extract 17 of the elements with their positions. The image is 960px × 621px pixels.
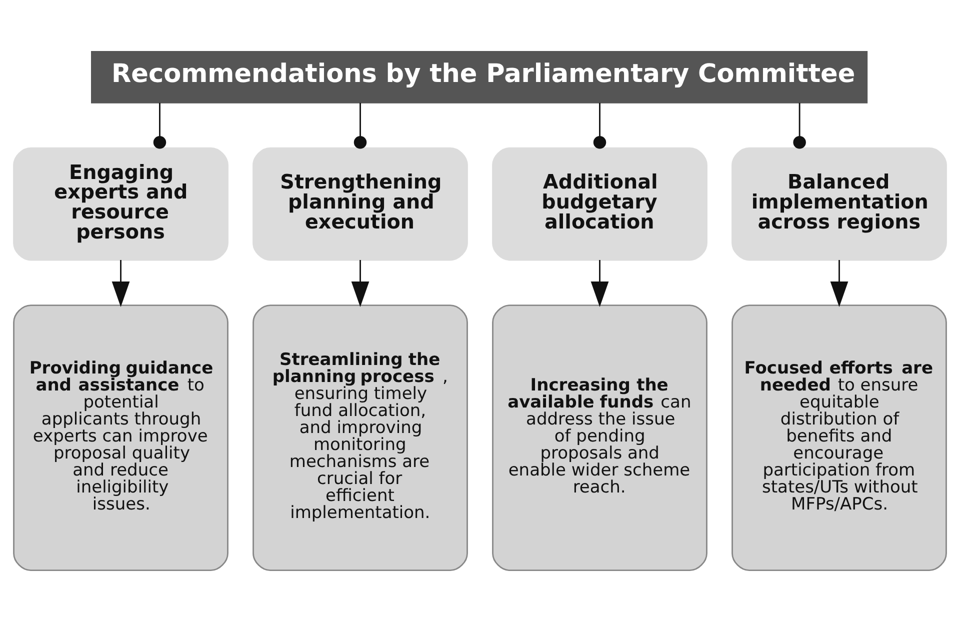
connector (354, 102, 367, 148)
node-box: Additional budgetary allocation (492, 146, 708, 260)
arrow (590, 260, 609, 307)
node-box: Recommendations by the Parliamentary Committee (91, 50, 868, 103)
arrow (351, 260, 370, 307)
node-box: Increasing the available funds can address the issue of pending proposals and enable wider scheme reach. (492, 304, 708, 571)
node-box: Balanced implementation across regions (732, 146, 947, 260)
connector (153, 102, 166, 148)
node-box: Focused efforts are needed to ensure equitable distribution of benefits and encourage participation from states/UTs without MFPs/APCs. (732, 304, 947, 571)
node-box: Streamlining the planning process, ensuring timely fund allocation, and improving monitoring mechanisms are crucial for efficient implementation. (252, 304, 468, 571)
node-box: Providing guidance and assistance to potential applicants through experts can improve proposal quality and reduce ineligibility issues. (13, 304, 228, 571)
connector (593, 102, 606, 148)
node-box: Engaging experts and resource persons (13, 146, 228, 260)
arrow (830, 260, 848, 307)
node-box: Strengthening planning and execution (252, 146, 468, 260)
connector (793, 102, 806, 148)
arrow (112, 260, 130, 307)
